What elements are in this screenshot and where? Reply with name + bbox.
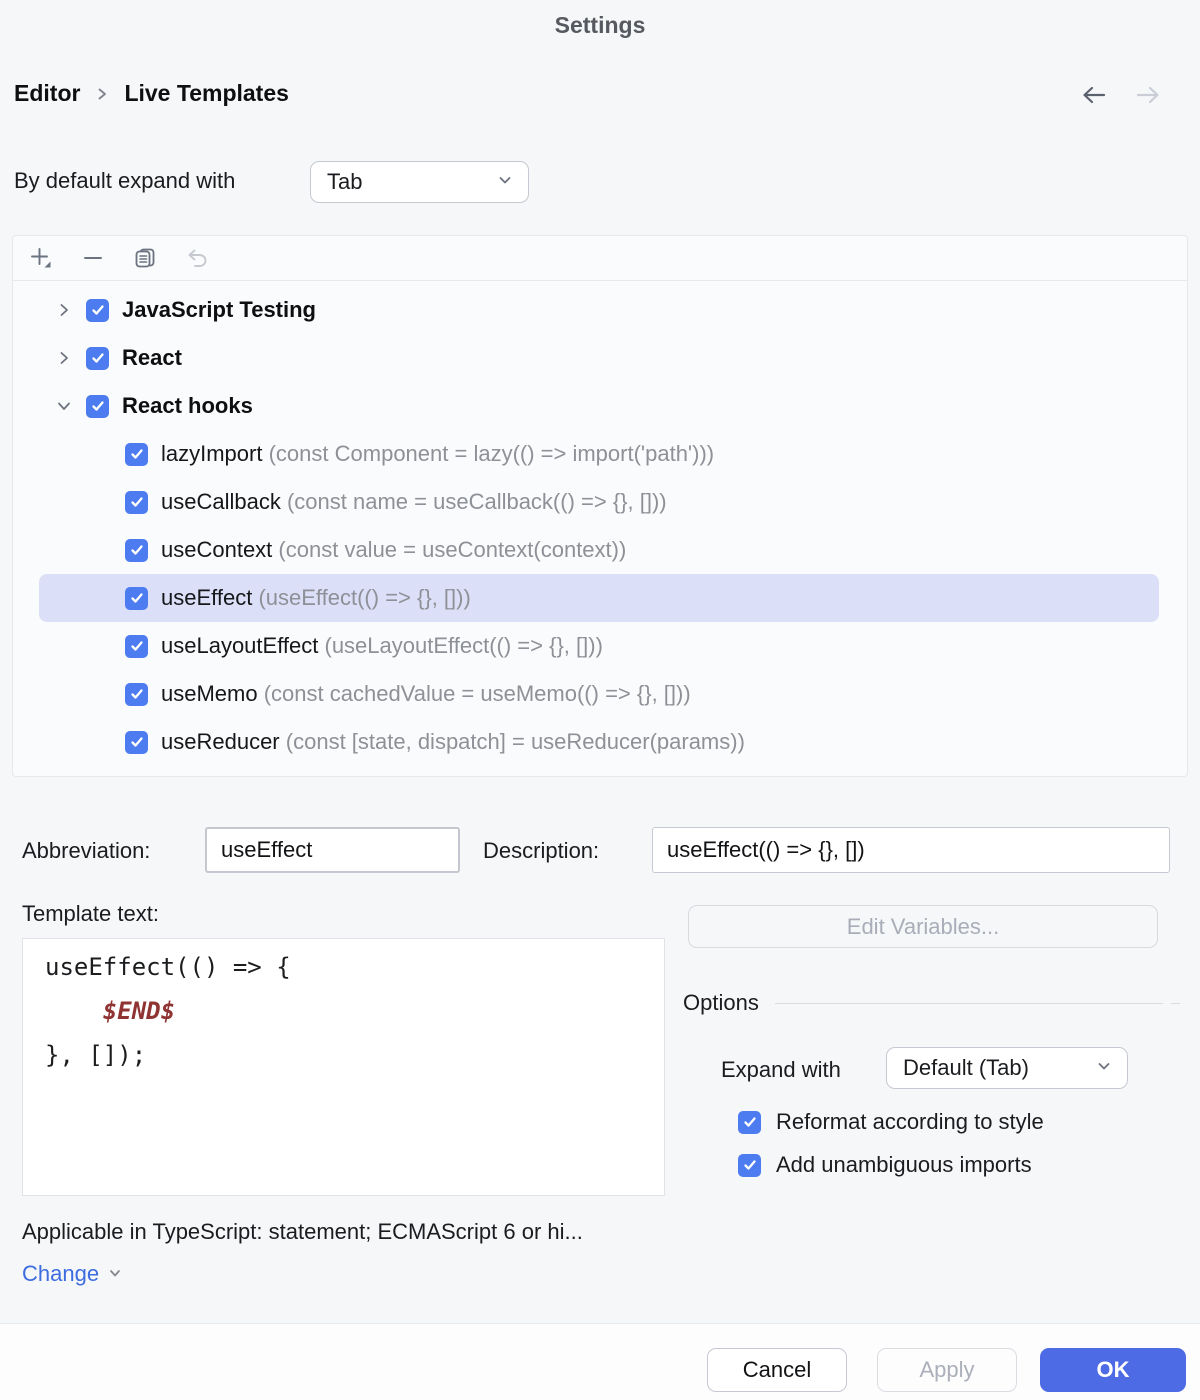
options-title: Options <box>683 990 759 1015</box>
breadcrumb-editor[interactable]: Editor <box>14 80 81 106</box>
template-name: useReducer <box>161 729 280 754</box>
checkbox-checked[interactable] <box>738 1110 761 1134</box>
checkbox-checked[interactable] <box>738 1153 761 1177</box>
duplicate-icon[interactable] <box>133 246 157 270</box>
template-name: useCallback <box>161 489 281 514</box>
dialog-footer <box>0 1323 1200 1400</box>
template-code-line: }, []); <box>45 1041 147 1069</box>
checkbox-checked[interactable] <box>86 394 109 418</box>
expand-with-label: Expand with <box>721 1057 841 1082</box>
abbreviation-input[interactable]: useEffect <box>205 827 460 873</box>
template-description: (useLayoutEffect(() => {}, [])) <box>324 633 603 658</box>
back-arrow-icon[interactable] <box>1078 84 1108 106</box>
template-description: (const [state, dispatch] = useReducer(pa… <box>285 729 745 754</box>
template-name: useLayoutEffect <box>161 633 319 658</box>
tree-group-javascript-testing[interactable]: JavaScript Testing <box>13 286 1187 334</box>
options-divider-dash <box>1171 1002 1180 1004</box>
options-section-header: Options <box>683 990 1180 1016</box>
ok-button[interactable]: OK <box>1040 1348 1186 1392</box>
template-name: useEffect <box>161 585 253 610</box>
add-imports-option-label: Add unambiguous imports <box>776 1152 1032 1177</box>
chevron-right-icon <box>94 86 110 102</box>
template-description: (const cachedValue = useMemo(() => {}, [… <box>263 681 691 706</box>
checkbox-checked[interactable] <box>125 586 148 610</box>
tree-group-react-hooks[interactable]: React hooks <box>13 382 1187 430</box>
template-name: useContext <box>161 537 273 562</box>
breadcrumb-live-templates: Live Templates <box>124 80 289 106</box>
checkbox-checked[interactable] <box>125 634 148 658</box>
checkbox-checked[interactable] <box>125 682 148 706</box>
checkbox-checked[interactable] <box>125 442 148 466</box>
breadcrumb: Editor Live Templates <box>14 80 289 107</box>
revert-icon <box>185 246 209 270</box>
tree-item-usememo[interactable]: useMemo (const cachedValue = useMemo(() … <box>13 670 1187 718</box>
templates-tree: JavaScript Testing React React hooks <box>13 281 1187 766</box>
tree-item-usecallback[interactable]: useCallback (const name = useCallback(()… <box>13 478 1187 526</box>
tree-item-usereducer[interactable]: useReducer (const [state, dispatch] = us… <box>13 718 1187 766</box>
tree-item-usecontext[interactable]: useContext (const value = useContext(con… <box>13 526 1187 574</box>
template-description: (const Component = lazy(() => import('pa… <box>268 441 715 466</box>
change-context-link[interactable]: Change <box>22 1261 123 1287</box>
tree-item-useeffect-selected[interactable]: useEffect (useEffect(() => {}, [])) <box>13 574 1187 622</box>
tree-item-lazyimport[interactable]: lazyImport (const Component = lazy(() =>… <box>13 430 1187 478</box>
tree-group-label: React hooks <box>122 393 253 418</box>
tree-group-react[interactable]: React <box>13 334 1187 382</box>
cancel-button[interactable]: Cancel <box>707 1348 847 1392</box>
chevron-down-icon <box>107 1261 123 1287</box>
apply-button: Apply <box>877 1348 1017 1392</box>
templates-toolbar <box>13 236 1187 281</box>
chevron-right-icon[interactable] <box>55 349 73 367</box>
abbreviation-value: useEffect <box>221 837 313 862</box>
default-expand-value: Tab <box>327 169 363 194</box>
history-nav <box>1078 84 1164 106</box>
template-description: (const name = useCallback(() => {}, [])) <box>286 489 667 514</box>
template-code-line: $END$ <box>45 989 664 1033</box>
remove-icon[interactable] <box>81 246 105 270</box>
reformat-option[interactable]: Reformat according to style <box>738 1109 1044 1135</box>
template-text-label: Template text: <box>22 901 159 926</box>
chevron-down-icon[interactable] <box>55 397 73 415</box>
description-value: useEffect(() => {}, []) <box>667 837 865 862</box>
abbreviation-label: Abbreviation: <box>22 838 151 863</box>
chevron-down-icon <box>1095 1055 1113 1081</box>
description-input[interactable]: useEffect(() => {}, []) <box>652 827 1170 873</box>
checkbox-checked[interactable] <box>125 538 148 562</box>
chevron-down-icon <box>496 169 514 195</box>
template-name: useMemo <box>161 681 258 706</box>
template-description: (const value = useContext(context)) <box>278 537 627 562</box>
default-expand-label: By default expand with <box>14 168 236 193</box>
reformat-option-label: Reformat according to style <box>776 1109 1044 1134</box>
add-icon[interactable] <box>29 246 53 270</box>
template-code-line: useEffect(() => { <box>45 953 291 981</box>
add-imports-option[interactable]: Add unambiguous imports <box>738 1152 1032 1178</box>
template-description: (useEffect(() => {}, [])) <box>258 585 471 610</box>
expand-with-select[interactable]: Default (Tab) <box>886 1047 1128 1089</box>
description-label: Description: <box>483 838 600 863</box>
forward-arrow-icon <box>1134 84 1164 106</box>
change-link-label[interactable]: Change <box>22 1261 100 1286</box>
template-name: lazyImport <box>161 441 263 466</box>
edit-variables-button: Edit Variables... <box>688 905 1158 948</box>
checkbox-checked[interactable] <box>125 730 148 754</box>
applicable-context-text: Applicable in TypeScript: statement; ECM… <box>22 1219 583 1244</box>
chevron-right-icon[interactable] <box>55 301 73 319</box>
checkbox-checked[interactable] <box>125 490 148 514</box>
template-text-editor[interactable]: useEffect(() => { $END$ }, []); <box>22 938 665 1196</box>
checkbox-checked[interactable] <box>86 346 109 370</box>
window-title: Settings <box>554 12 646 38</box>
checkbox-checked[interactable] <box>86 298 109 322</box>
live-templates-panel: JavaScript Testing React React hooks <box>12 235 1188 777</box>
tree-group-label: JavaScript Testing <box>122 297 316 322</box>
default-expand-select[interactable]: Tab <box>310 161 529 203</box>
tree-item-uselayouteffect[interactable]: useLayoutEffect (useLayoutEffect(() => {… <box>13 622 1187 670</box>
tree-group-label: React <box>122 345 182 370</box>
expand-with-value: Default (Tab) <box>903 1055 1029 1080</box>
end-variable-marker: $END$ <box>102 997 176 1025</box>
options-divider <box>774 1002 1163 1004</box>
